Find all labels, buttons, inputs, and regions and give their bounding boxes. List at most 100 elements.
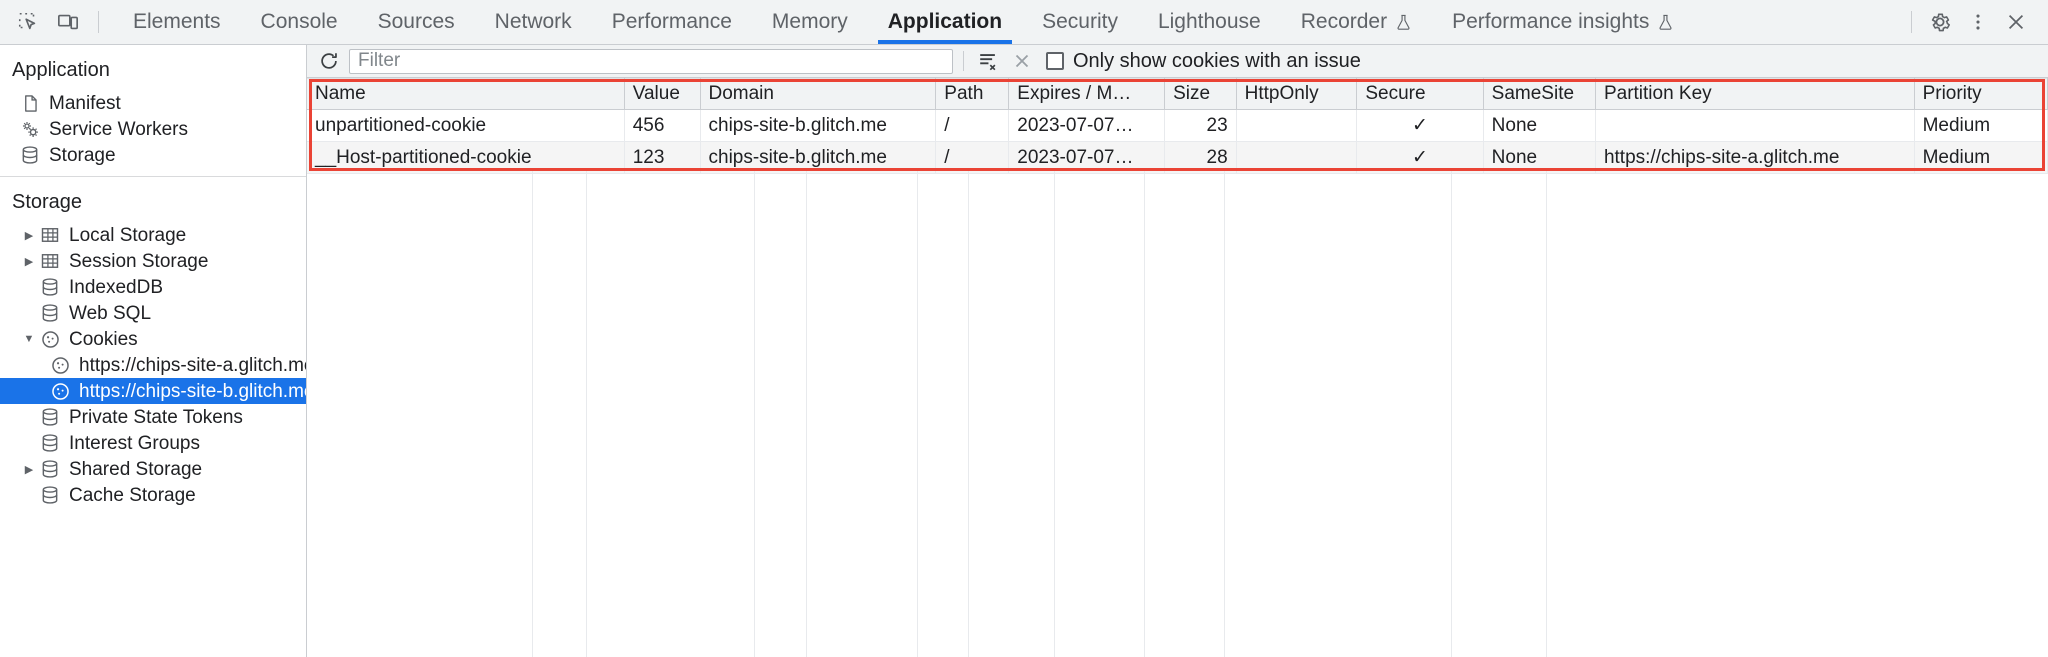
sidebar-item-private-state-tokens[interactable]: Private State Tokens: [0, 404, 306, 430]
cell-path: /: [935, 141, 1010, 174]
column-header-secure[interactable]: Secure: [1356, 78, 1484, 110]
sidebar-item-cache-storage[interactable]: Cache Storage: [0, 482, 306, 508]
tab-lighthouse[interactable]: Lighthouse: [1138, 0, 1281, 44]
section-title-application: Application: [12, 59, 110, 81]
tab-label: Recorder: [1300, 10, 1388, 33]
tab-label: Console: [260, 10, 338, 33]
clear-filtered-cookies-icon[interactable]: [1008, 48, 1036, 74]
sidebar-item-cookies-chips-site-b[interactable]: https://chips-site-b.glitch.me: [0, 378, 306, 404]
sidebar-item-label: Interest Groups: [69, 432, 200, 454]
only-issues-checkbox[interactable]: [1046, 52, 1064, 70]
sidebar-item-label: Local Storage: [69, 224, 187, 246]
tab-performance[interactable]: Performance: [592, 0, 752, 44]
cell-expires: 2023-07-07…: [1008, 109, 1166, 142]
experiment-flask-icon: [1657, 13, 1674, 32]
column-header-httponly[interactable]: HttpOnly: [1236, 78, 1358, 110]
database-icon: [38, 302, 62, 324]
table-row[interactable]: __Host-partitioned-cookie 123 chips-site…: [307, 141, 2048, 174]
column-header-domain[interactable]: Domain: [700, 78, 937, 110]
chevron-right-icon[interactable]: [20, 229, 38, 242]
tab-application[interactable]: Application: [868, 0, 1022, 44]
cell-samesite: None: [1483, 109, 1596, 142]
tab-elements[interactable]: Elements: [113, 0, 241, 44]
database-icon: [38, 276, 62, 298]
clear-all-cookies-icon[interactable]: [974, 48, 1002, 74]
column-header-name[interactable]: Name: [307, 78, 625, 110]
close-icon[interactable]: [1998, 5, 2034, 39]
cell-secure: ✓: [1356, 141, 1484, 174]
sidebar-item-cookies[interactable]: Cookies: [0, 326, 306, 352]
cookies-filter-toolbar: Only show cookies with an issue: [307, 45, 2048, 78]
application-section: Application Manifest: [0, 45, 306, 177]
chevron-right-icon[interactable]: [20, 463, 38, 476]
device-toolbar-icon[interactable]: [50, 5, 86, 39]
tab-label: Memory: [771, 10, 848, 33]
cell-partition-key: [1595, 109, 1915, 142]
column-header-samesite[interactable]: SameSite: [1483, 78, 1596, 110]
sidebar-item-label: Service Workers: [49, 118, 189, 140]
sidebar-item-indexeddb[interactable]: IndexedDB: [0, 274, 306, 300]
sidebar-item-web-sql[interactable]: Web SQL: [0, 300, 306, 326]
only-issues-checkbox-row[interactable]: Only show cookies with an issue: [1046, 50, 1361, 73]
sidebar-item-storage[interactable]: Storage: [0, 142, 306, 168]
cell-value: 456: [624, 109, 701, 142]
section-title-storage: Storage: [12, 191, 83, 213]
column-header-partition-key[interactable]: Partition Key: [1595, 78, 1915, 110]
cell-expires: 2023-07-07…: [1008, 141, 1166, 174]
table-row[interactable]: unpartitioned-cookie 456 chips-site-b.gl…: [307, 109, 2048, 142]
sidebar-item-local-storage[interactable]: Local Storage: [0, 222, 306, 248]
sidebar-item-session-storage[interactable]: Session Storage: [0, 248, 306, 274]
only-issues-label: Only show cookies with an issue: [1073, 49, 1361, 72]
experiment-flask-icon: [1395, 13, 1412, 32]
tab-label: Network: [494, 10, 572, 33]
column-header-value[interactable]: Value: [624, 78, 701, 110]
tab-console[interactable]: Console: [241, 0, 358, 44]
sidebar-item-label: IndexedDB: [69, 276, 164, 298]
cell-path: /: [935, 109, 1010, 142]
tab-network[interactable]: Network: [475, 0, 592, 44]
more-vertical-icon[interactable]: [1960, 5, 1996, 39]
cookies-table-area: Name Value Domain Path Expires / M… Size…: [307, 78, 2048, 657]
cell-domain: chips-site-b.glitch.me: [700, 109, 937, 142]
cell-name: unpartitioned-cookie: [307, 109, 625, 142]
devtools-tabbar: Elements Console Sources Network Perform…: [0, 0, 2048, 45]
column-header-expires[interactable]: Expires / M…: [1008, 78, 1166, 110]
sidebar-item-label: Cookies: [69, 328, 138, 350]
cell-size: 23: [1164, 109, 1237, 142]
sidebar-item-service-workers[interactable]: Service Workers: [0, 116, 306, 142]
chevron-right-icon[interactable]: [20, 255, 38, 268]
tab-performance-insights[interactable]: Performance insights: [1432, 0, 1694, 44]
tab-memory[interactable]: Memory: [752, 0, 868, 44]
refresh-icon[interactable]: [315, 48, 343, 74]
cookies-panel: Only show cookies with an issue: [307, 45, 2048, 657]
sidebar-item-label: Cache Storage: [69, 484, 196, 506]
panel-tabs: Elements Console Sources Network Perform…: [113, 0, 1694, 44]
sidebar-item-cookies-chips-site-a[interactable]: https://chips-site-a.glitch.me: [0, 352, 306, 378]
cell-name: __Host-partitioned-cookie: [307, 141, 625, 174]
column-header-path[interactable]: Path: [935, 78, 1010, 110]
application-sidebar: Application Manifest: [0, 45, 307, 657]
sidebar-item-shared-storage[interactable]: Shared Storage: [0, 456, 306, 482]
filter-divider: [963, 51, 964, 71]
toolbar-divider: [1911, 11, 1912, 33]
gear-icon[interactable]: [1922, 5, 1958, 39]
database-icon: [38, 432, 62, 454]
sidebar-item-manifest[interactable]: Manifest: [0, 90, 306, 116]
sidebar-item-label: https://chips-site-a.glitch.me: [79, 354, 307, 376]
sidebar-item-label: Shared Storage: [69, 458, 203, 480]
tab-security[interactable]: Security: [1022, 0, 1138, 44]
gears-icon: [18, 118, 42, 140]
chevron-down-icon[interactable]: [20, 333, 38, 345]
tab-sources[interactable]: Sources: [358, 0, 475, 44]
filter-input[interactable]: [349, 48, 953, 74]
database-icon: [38, 458, 62, 480]
cell-domain: chips-site-b.glitch.me: [700, 141, 937, 174]
tab-recorder[interactable]: Recorder: [1281, 0, 1432, 44]
inspect-element-icon[interactable]: [10, 5, 46, 39]
cell-secure: ✓: [1356, 109, 1484, 142]
cell-httponly: [1236, 141, 1358, 174]
sidebar-item-interest-groups[interactable]: Interest Groups: [0, 430, 306, 456]
column-header-size[interactable]: Size: [1164, 78, 1237, 110]
column-header-priority[interactable]: Priority: [1914, 78, 2048, 110]
